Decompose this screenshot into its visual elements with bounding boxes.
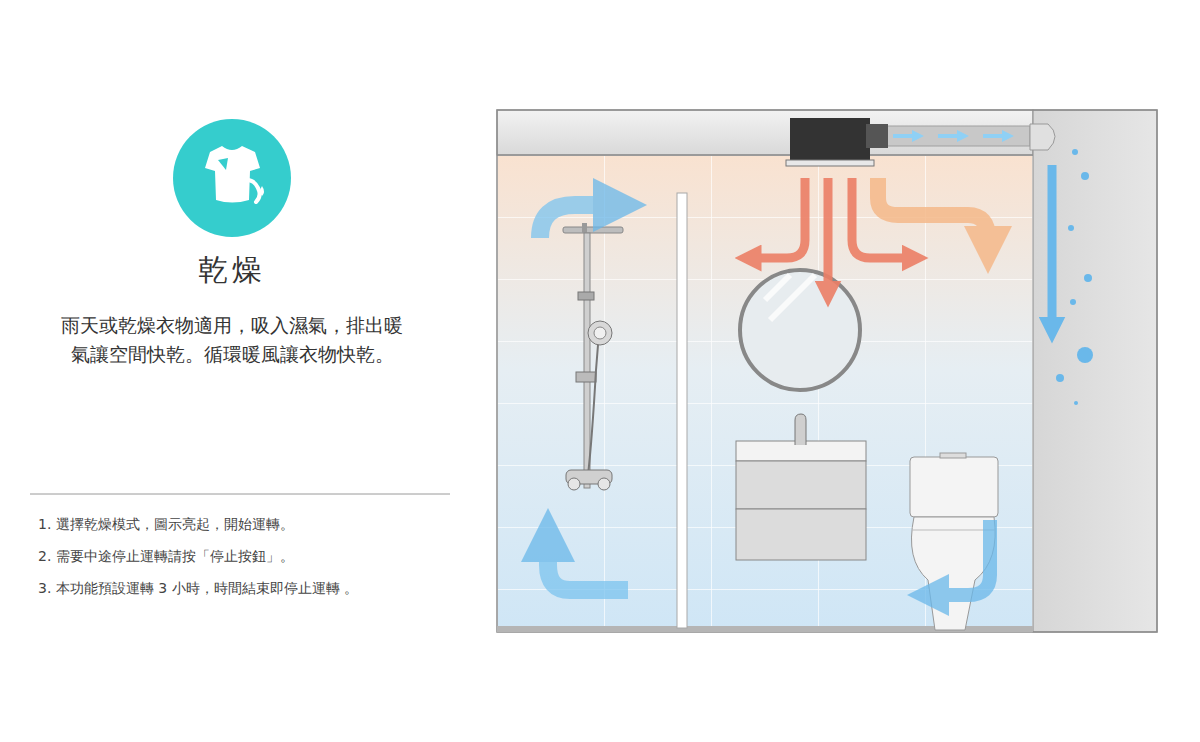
step-item: 3. 本功能預設運轉 3 小時，時間結束即停止運轉 。 <box>38 580 358 598</box>
description-text: 雨天或乾燥衣物適用，吸入濕氣，排出暖氣讓空間快乾。循環暖風讓衣物快乾。 <box>57 311 407 369</box>
step-item: 1. 選擇乾燥模式，圖示亮起，開始運轉。 <box>38 516 294 534</box>
section-title: 乾燥 <box>132 250 332 291</box>
step-item: 2. 需要中途停止運轉請按「停止按鈕」。 <box>38 548 294 566</box>
